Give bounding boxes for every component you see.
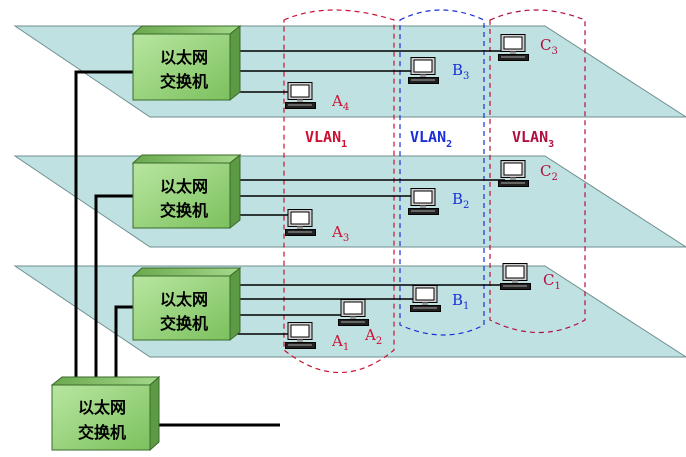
node-label-a4: A4: [331, 92, 349, 113]
core-switch[interactable]: 以太网 交换机: [50, 375, 161, 452]
computer-icon[interactable]: [408, 57, 439, 84]
vlan1-region: [283, 9, 395, 374]
trunk-link-floor2: [94, 194, 133, 385]
switch-label-line1: 以太网: [160, 48, 208, 67]
computer-icon[interactable]: [410, 285, 441, 312]
switch-front: [132, 275, 231, 341]
node-label-a1: A1: [331, 332, 349, 353]
switch-label-line2: 交换机: [160, 72, 208, 91]
vlan3-label: VLAN3: [512, 128, 554, 150]
node-label-b1: B1: [452, 291, 469, 312]
switch-label-line1: 以太网: [78, 398, 126, 417]
switch-box-icon: [131, 154, 242, 164]
vlan2-label: VLAN2: [410, 128, 452, 150]
switch-side: [229, 266, 241, 342]
switch-floor3[interactable]: 以太网 交换机: [131, 24, 242, 102]
switch-label-line2: 交换机: [78, 423, 126, 442]
computer-icon[interactable]: [500, 263, 531, 290]
vlan1-label: VLAN1: [305, 128, 347, 150]
switch-label-line2: 交换机: [160, 201, 208, 220]
node-label-b2: B2: [452, 190, 469, 211]
computer-icon[interactable]: [285, 209, 316, 236]
switch-floor1[interactable]: 以太网 交换机: [131, 266, 242, 342]
node-label-a2: A2: [364, 326, 382, 347]
switch-label-line1: 以太网: [160, 290, 208, 309]
switch-floor2[interactable]: 以太网 交换机: [131, 153, 242, 230]
switch-front: [51, 384, 151, 451]
switch-side: [149, 375, 160, 452]
computer-icon[interactable]: [498, 160, 529, 187]
node-label-a3: A3: [331, 223, 349, 244]
switch-label-line2: 交换机: [160, 314, 208, 333]
computer-icon[interactable]: [285, 82, 316, 109]
computer-icon[interactable]: [408, 188, 439, 215]
trunk-link-floor1: [114, 305, 133, 385]
trunk-link-floor3: [74, 70, 133, 385]
computer-icon[interactable]: [498, 34, 529, 61]
computer-icon[interactable]: [285, 322, 316, 349]
vlan3-region: [489, 9, 586, 333]
switch-box-icon: [50, 376, 161, 386]
switch-box-icon: [131, 25, 242, 35]
switch-side: [229, 153, 241, 230]
node-label-c2: C2: [540, 162, 558, 183]
node-label-c1: C1: [543, 271, 561, 292]
switch-side: [229, 24, 241, 102]
switch-front: [132, 162, 231, 229]
computer-icon[interactable]: [338, 299, 369, 326]
node-label-c3: C3: [540, 36, 558, 57]
switch-front: [132, 33, 231, 101]
switch-box-icon: [131, 267, 242, 277]
node-label-b3: B3: [452, 61, 469, 82]
switch-label-line1: 以太网: [160, 177, 208, 196]
vlan2-region: [399, 9, 485, 336]
